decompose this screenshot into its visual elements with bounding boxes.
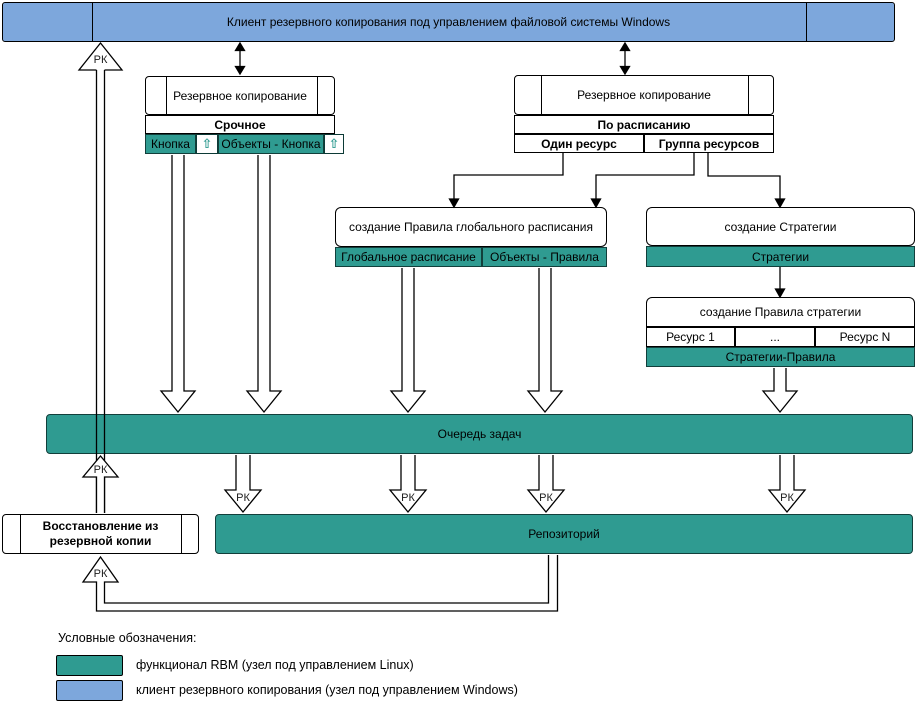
rk-label: РК (780, 492, 794, 504)
block-arrow-repo-to-restore: РК (81, 555, 559, 612)
task-queue-label: Очередь задач (437, 427, 522, 441)
divider (92, 3, 93, 41)
divider (181, 515, 182, 553)
objects-button-icon-box: ⇧ (324, 134, 344, 154)
double-arrow-client-urgent (234, 41, 246, 76)
connector-strategies-to-strategy-rule (774, 267, 786, 299)
rk-label: РК (94, 54, 108, 66)
objects-button-cell: Объекты - Кнопка (218, 134, 324, 154)
windows-client-label: Клиент резервного копирования под управл… (226, 15, 671, 29)
divider (317, 77, 318, 114)
global-rule-title: создание Правила глобального расписания (349, 220, 593, 234)
strategies-label: Стратегии (751, 249, 810, 264)
backup-urgent-title: Резервное копирование (173, 88, 307, 103)
task-queue-bar: Очередь задач (46, 414, 913, 454)
backup-scheduled-box: Резервное копирование (514, 75, 774, 115)
single-resource-label: Один ресурс (541, 136, 617, 151)
rk-label: РК (94, 568, 108, 580)
repository-label: Репозиторий (528, 527, 600, 541)
button-cell-label: Кнопка (151, 137, 190, 151)
divider (166, 77, 167, 114)
backup-scheduled-mode-label: По расписанию (597, 117, 691, 132)
block-arrow-global-schedule-to-queue (389, 268, 427, 414)
block-arrow-objects-button-to-queue (245, 155, 283, 414)
restore-box: Восстановление из резервной копии (2, 514, 199, 554)
block-arrow-strategies-rules-to-queue (761, 368, 799, 414)
objects-rules-cell: Объекты - Правила (482, 247, 607, 267)
resource-dots-label: ... (769, 330, 780, 344)
resource-dots-cell: ... (735, 327, 815, 347)
strategies-rules-label: Стратегии-Правила (725, 350, 836, 364)
resourceN-label: Ресурс N (839, 330, 891, 344)
strategy-rule-title: создание Правила стратегии (699, 305, 862, 319)
rk-label: РК (401, 492, 415, 504)
restore-label: Восстановление из резервной копии (42, 519, 159, 548)
resource1-cell: Ресурс 1 (646, 327, 735, 347)
legend-label-rbm: функционал RBM (узел под управлением Lin… (136, 658, 414, 672)
button-cell: Кнопка (145, 134, 196, 154)
resource-group-cell: Группа ресурсов (644, 134, 774, 153)
button-cell-icon-box: ⇧ (196, 134, 218, 154)
up-arrow-icon: ⇧ (328, 136, 340, 151)
strategy-title: создание Стратегии (724, 219, 837, 234)
legend-swatch-client (56, 680, 123, 701)
block-arrow-restore-to-queue: РК (81, 454, 120, 513)
resource-group-label: Группа ресурсов (658, 136, 760, 151)
legend-label-client: клиент резервного копирования (узел под … (136, 683, 518, 697)
windows-client-bar: Клиент резервного копирования под управл… (2, 2, 895, 42)
connector-group-to-global-rule (590, 153, 695, 209)
block-arrow-queue-to-repo-1: РК (223, 455, 263, 514)
backup-urgent-mode: Срочное (145, 115, 335, 134)
block-arrow-queue-to-repo-2: РК (388, 455, 428, 514)
rk-label: РК (94, 464, 108, 476)
block-arrow-button-to-queue (159, 155, 197, 414)
global-rule-box: создание Правила глобального расписания (335, 207, 607, 247)
up-arrow-icon: ⇧ (201, 136, 213, 151)
single-resource-cell: Один ресурс (514, 134, 644, 153)
objects-button-cell-label: Объекты - Кнопка (221, 137, 321, 151)
double-arrow-client-scheduled (619, 41, 631, 76)
backup-urgent-mode-label: Срочное (214, 117, 266, 132)
divider (541, 76, 542, 114)
strategies-rules-cell: Стратегии-Правила (646, 347, 915, 367)
connector-single-resource-to-global-rule (448, 153, 564, 209)
legend-title: Условные обозначения: (58, 631, 197, 645)
resourceN-cell: Ресурс N (815, 327, 915, 347)
global-schedule-cell: Глобальное расписание (335, 247, 482, 267)
backup-scheduled-title: Резервное копирование (577, 88, 711, 102)
block-arrow-queue-to-repo-3: РК (526, 455, 566, 514)
objects-rules-label: Объекты - Правила (490, 250, 599, 264)
block-arrow-queue-to-repo-4: РК (767, 455, 807, 514)
rk-label: РК (236, 492, 250, 504)
resource1-label: Ресурс 1 (666, 330, 715, 344)
strategy-rule-box: создание Правила стратегии (646, 297, 915, 327)
repository-bar: Репозиторий (215, 514, 913, 554)
backup-scheduled-mode: По расписанию (514, 115, 774, 134)
strategies-cell: Стратегии (646, 246, 915, 267)
connector-group-to-strategy (707, 153, 786, 209)
backup-urgent-box: Резервное копирование (145, 76, 335, 115)
block-arrow-objects-rules-to-queue (526, 268, 564, 414)
legend-swatch-rbm (56, 655, 123, 676)
strategy-box: создание Стратегии (646, 207, 915, 246)
divider (20, 515, 21, 553)
divider (748, 76, 749, 114)
rk-label: РК (539, 492, 553, 504)
global-schedule-label: Глобальное расписание (341, 250, 476, 264)
divider (806, 3, 807, 41)
